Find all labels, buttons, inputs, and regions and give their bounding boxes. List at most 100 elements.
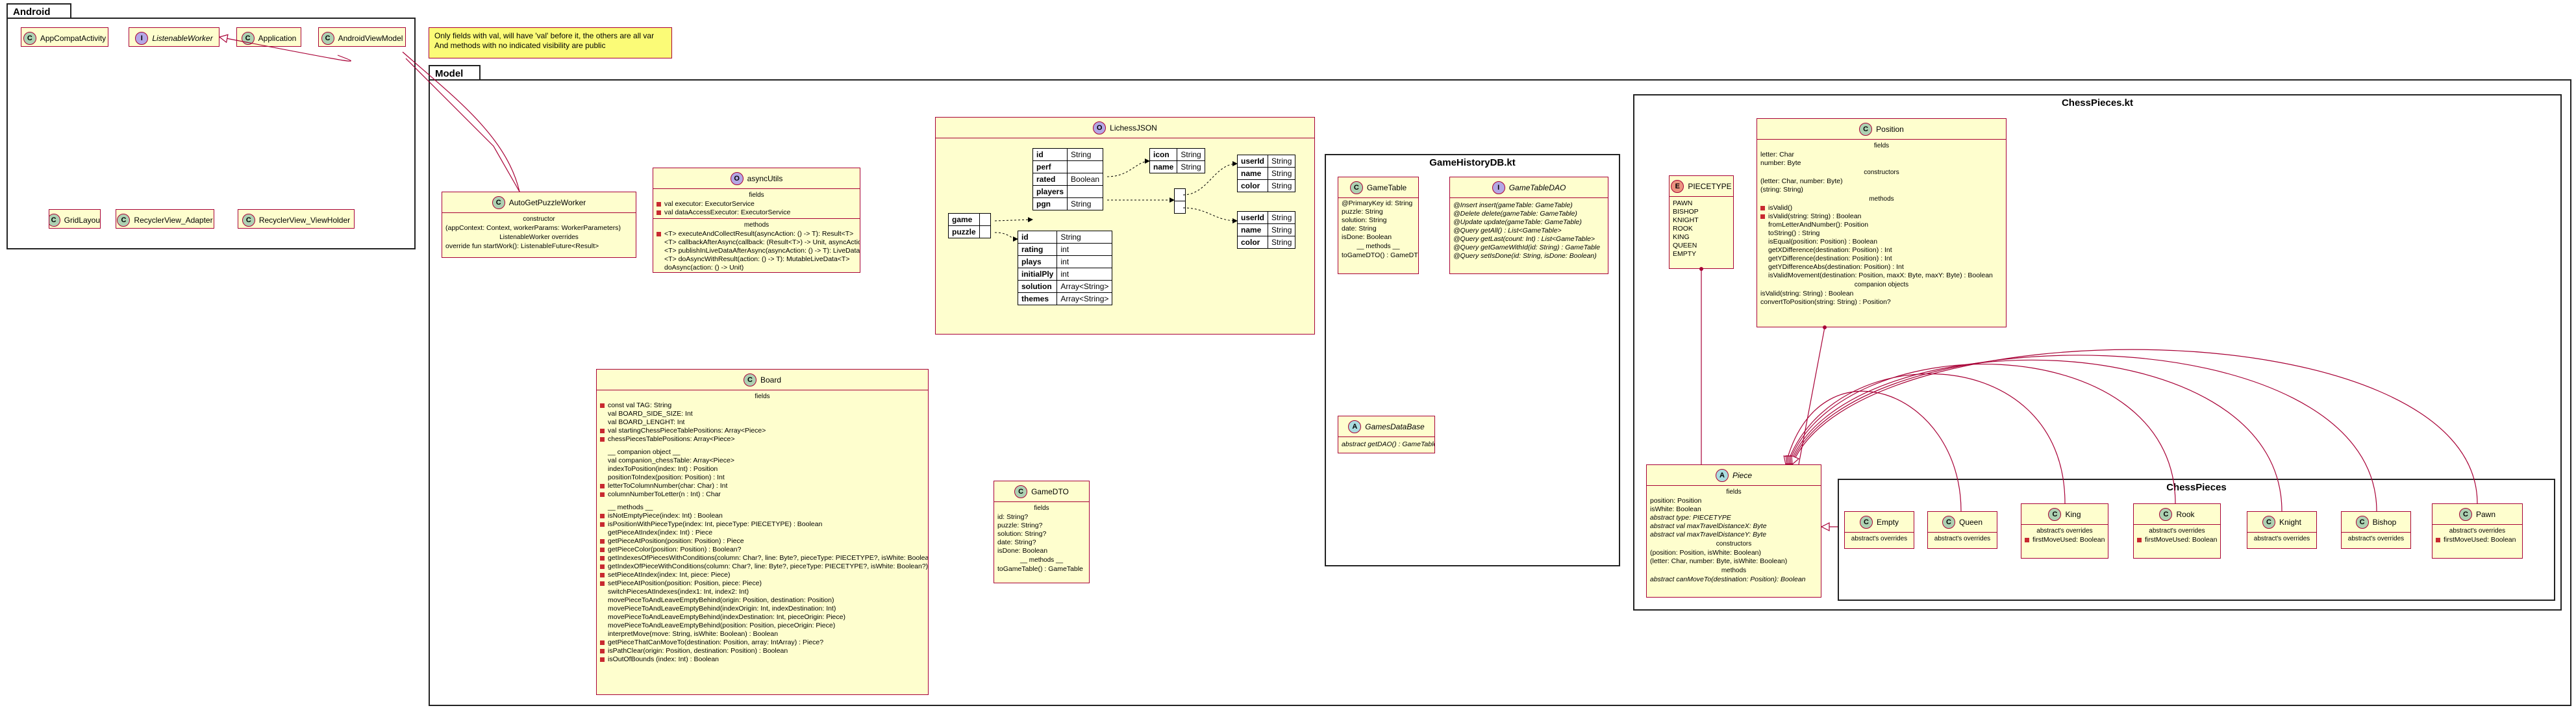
member-text: isEqual(position: Position) : Boolean <box>1768 238 1878 246</box>
member-row: isValid() <box>1760 204 2003 212</box>
class-badge-icon: C <box>49 214 60 227</box>
member-row: val BOARD_SIDE_SIZE: Int <box>600 410 925 418</box>
section-title: constructors <box>1864 169 1899 176</box>
package-tab-model: Model <box>429 65 481 81</box>
member-row: setPieceAtIndex(index: Int, piece: Piece… <box>600 571 925 579</box>
method: @Query getAll() : List<GameTable> <box>1453 227 1562 234</box>
json-value: int <box>1057 268 1113 281</box>
member-row: isWhite: Boolean <box>1650 505 1818 514</box>
method: doAsync(action: () -> Unit) <box>664 264 744 272</box>
member-row: getYDifferenceAbs(destination: Position)… <box>1760 263 2003 272</box>
member-text: interpretMove(move: String, isWhite: Boo… <box>608 630 779 638</box>
member-text: abstract type: PIECETYPE <box>1650 514 1731 522</box>
field: val dataAccessExecutor: ExecutorService <box>657 209 857 217</box>
json-value: String <box>1177 160 1205 173</box>
member-row: positionToIndex(position: Position) : In… <box>600 474 925 482</box>
enum-value: BISHOP <box>1673 208 1699 216</box>
class-name: Queen <box>1958 517 1983 527</box>
method: isValid(string: String) : Boolean <box>1760 290 1854 297</box>
member-text: isPositionWithPieceType(index: Int, piec… <box>608 520 823 528</box>
private-icon <box>600 564 605 569</box>
json-key: name <box>1236 223 1269 236</box>
member-row: columnNumberToLetter(n : Int) : Char <box>600 490 925 499</box>
member-row: movePieceToAndLeaveEmptyBehind(indexOrig… <box>600 605 925 613</box>
member-row: val startingChessPieceTablePositions: Ar… <box>600 427 925 435</box>
member-row: abstract type: PIECETYPE <box>1650 514 1818 522</box>
member-text: isValidMovement(destination: Position, m… <box>1768 272 1993 279</box>
section-title: abstract's overrides <box>1934 535 1991 542</box>
member-row: setPieceAtPosition(position: Position, p… <box>600 579 925 588</box>
section-title: __ methods __ <box>1357 243 1400 250</box>
member-text: getIndexOfPieceWithConditions(column: Ch… <box>608 563 929 570</box>
package-android <box>6 18 416 249</box>
member-text: abstract val maxTravelDistanceY: Byte <box>1650 531 1767 538</box>
class-badge-icon: C <box>1942 516 1955 529</box>
method: <T> publishInLiveDataAfterAsync(asyncAct… <box>664 247 860 255</box>
class-name: Pawn <box>2475 509 2496 519</box>
class-name: GameTable <box>1366 183 1407 192</box>
member-text: fromLetterAndNumber(): Position <box>1768 221 1869 229</box>
member-text: getXDifference(destination: Position) : … <box>1768 246 1892 254</box>
package-chesspieces-kt <box>1633 94 2562 611</box>
json-link <box>1182 161 1238 196</box>
member-row: toString() : String <box>1760 229 2003 238</box>
enum-badge-icon: E <box>1671 180 1684 193</box>
json-value: String <box>1268 167 1296 180</box>
inheritance-line <box>1791 355 2377 512</box>
method: @Query setIsDone(id: String, isDone: Boo… <box>1453 252 1597 260</box>
private-icon <box>600 573 605 577</box>
member-row: getPieceAtIndex(index: Int) : Piece <box>600 529 925 537</box>
class-name: GameDTO <box>1031 487 1069 496</box>
member-row: val BOARD_LENGHT: Int <box>600 418 925 427</box>
private-icon <box>600 640 605 645</box>
field: firstMoveUsed: Boolean <box>2436 536 2519 544</box>
constructor: (position: Position, isWhite: Boolean) <box>1650 549 1761 557</box>
method: toGameTable() : GameTable <box>997 565 1083 573</box>
member-row: isOutOfBounds (index: Int) : Boolean <box>600 655 925 664</box>
method: @Insert insert(gameTable: GameTable) <box>1453 201 1573 209</box>
field: puzzle: String <box>1342 208 1383 216</box>
member-row: switchPiecesAtIndexes(index1: Int, index… <box>600 588 925 596</box>
private-icon <box>600 548 605 552</box>
member-row: abstract val maxTravelDistanceY: Byte <box>1650 531 1818 539</box>
section-title: abstract's overrides <box>2347 535 2405 542</box>
member-text: getPieceAtPosition(position: Position) :… <box>608 537 744 545</box>
class-badge-icon: C <box>1859 516 1873 529</box>
section-title: abstract's overrides <box>1851 535 1908 542</box>
private-icon <box>600 429 605 433</box>
member-text: letterToColumnNumber(char: Char) : Int <box>608 482 728 490</box>
member-text: isNotEmptyPiece(index: Int) : Boolean <box>608 512 723 520</box>
member-row: indexToPosition(index: Int) : Position <box>600 465 925 474</box>
member-text: __ companion object __ <box>608 448 681 456</box>
member-row: getPieceThatCanMoveTo(destination: Posit… <box>600 638 925 647</box>
member-row: getPieceColor(position: Position) : Bool… <box>600 546 925 554</box>
json-value: String <box>1268 179 1296 192</box>
private-icon <box>600 437 605 442</box>
section-title: constructor <box>523 216 555 223</box>
class-name: AndroidViewModel <box>338 33 403 43</box>
abstract-badge-icon: A <box>1348 420 1362 433</box>
enum-value: QUEEN <box>1673 242 1697 249</box>
member-row: movePieceToAndLeaveEmptyBehind(indexDest… <box>600 613 925 622</box>
member-text: switchPiecesAtIndexes(index1: Int, index… <box>608 588 749 596</box>
class-name: LichessJSON <box>1110 123 1157 133</box>
private-icon <box>600 581 605 586</box>
field: solution: String <box>1342 216 1387 224</box>
link-line <box>402 51 520 192</box>
member-row: getYDifference(destination: Position) : … <box>1760 255 2003 263</box>
method: <T> doAsyncWithResult(action: () -> T): … <box>664 255 850 263</box>
class-badge-icon: C <box>1859 123 1873 136</box>
package-gamehistory <box>1325 154 1620 566</box>
method: toGameDTO() : GameDTO <box>1342 251 1419 259</box>
class-badge-icon: C <box>321 32 334 45</box>
